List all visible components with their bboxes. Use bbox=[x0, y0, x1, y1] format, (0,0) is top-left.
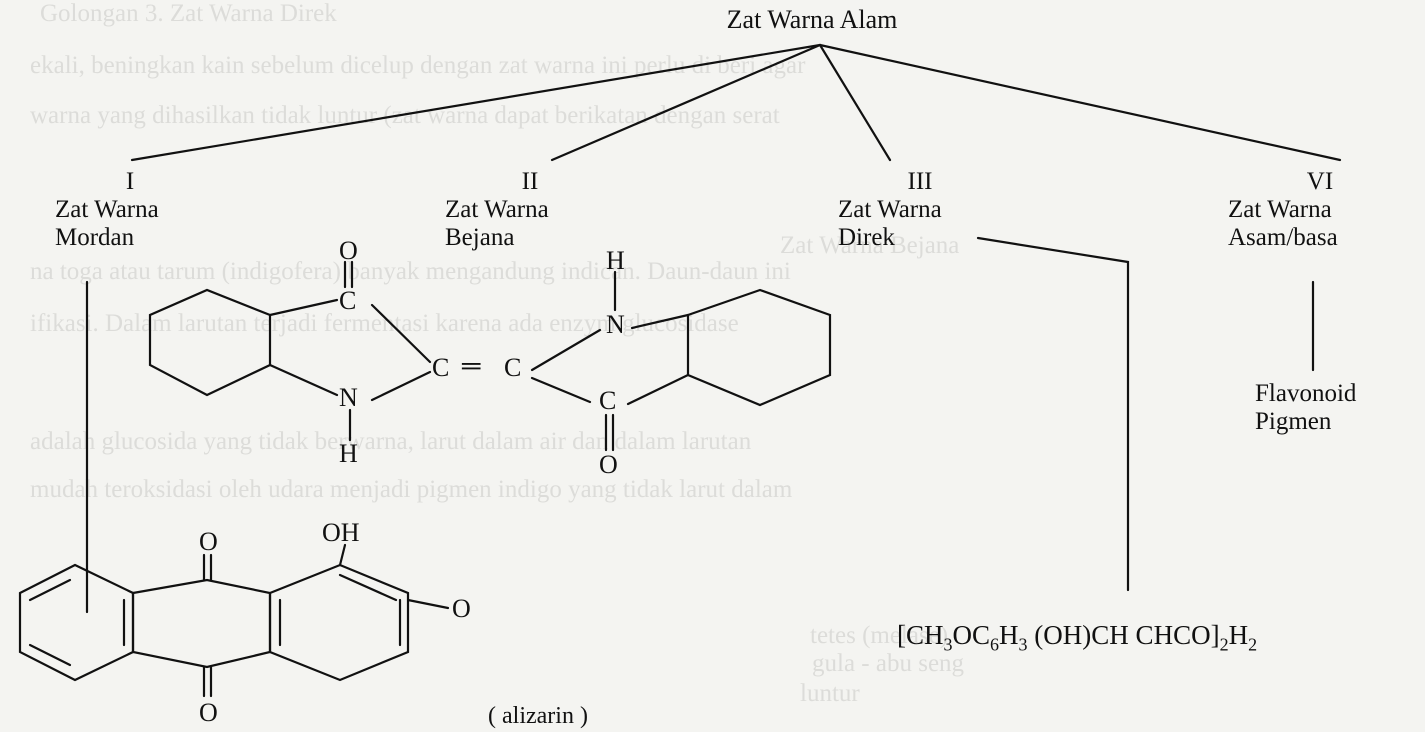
alizarin-middle-ring bbox=[131, 578, 272, 669]
indigo-bond bbox=[268, 363, 339, 397]
indigo-left-ring bbox=[148, 288, 272, 397]
indigo-c-left: C bbox=[432, 353, 450, 382]
indigo-bond bbox=[370, 303, 432, 364]
bleed-line: gula - abu seng bbox=[812, 650, 965, 677]
indigo-c-top: C bbox=[339, 286, 357, 315]
branch-mordan-numeral: I bbox=[125, 168, 135, 195]
connector-root-to-bejana bbox=[550, 43, 822, 162]
alizarin-o-top: O bbox=[199, 527, 218, 556]
bleed-line: luntur bbox=[800, 680, 860, 707]
branch-asam-line1: Zat Warna bbox=[1228, 196, 1332, 223]
connector-root-to-asam bbox=[818, 43, 1342, 162]
root-title: Zat Warna Alam bbox=[726, 5, 898, 34]
branch-mordan-line2: Mordan bbox=[55, 224, 135, 251]
bleed-line: tetes (melase) bbox=[810, 622, 949, 649]
alizarin-left-ring bbox=[18, 563, 135, 682]
indigo-n-top: N bbox=[606, 310, 625, 339]
indigo-bond bbox=[626, 373, 690, 406]
bleed-line: ekali, beningkan kain sebelum dicelup de… bbox=[30, 52, 806, 79]
indigo-h-bottom: H bbox=[339, 439, 358, 468]
alizarin-oh-bond bbox=[338, 543, 347, 567]
indigo-double-bond: ═ bbox=[462, 351, 481, 380]
indigo-right-ring bbox=[686, 288, 832, 407]
direk-formula-text: [CH3OC6H3 (OH)CH CHCO]2H2 bbox=[897, 620, 1258, 655]
alizarin-o-bond bbox=[406, 598, 450, 610]
branch-mordan-line1: Zat Warna bbox=[55, 196, 159, 223]
indigo-bond bbox=[370, 370, 432, 402]
branch-bejana-line1: Zat Warna bbox=[445, 196, 549, 223]
branch-asam-numeral: VI bbox=[1306, 168, 1334, 195]
bleed-line: na toga atau tarum (indigofera) banyak m… bbox=[30, 258, 791, 285]
indigo-h-top: H bbox=[606, 246, 625, 275]
bleed-line: ifikasi. Dalam larutan terjadi fermentas… bbox=[30, 310, 739, 337]
indigo-o-bottom: O bbox=[599, 450, 618, 479]
bleed-line: mudah teroksidasi oleh udara menjadi pig… bbox=[30, 476, 793, 503]
direk-formula: [CH3OC6H3 (OH)CH CHCO]2H2 bbox=[897, 622, 1257, 657]
pigmen-label: Pigmen bbox=[1255, 408, 1332, 435]
alizarin-o-right: O bbox=[452, 594, 471, 623]
indigo-c-bottom: C bbox=[599, 386, 617, 415]
alizarin-inner-bond bbox=[338, 573, 398, 602]
branch-bejana-line2: Bejana bbox=[445, 224, 515, 251]
indigo-bond bbox=[630, 313, 690, 330]
connector-direk-to-formula bbox=[976, 236, 1130, 592]
indigo-bond bbox=[268, 298, 339, 317]
branch-direk-line1: Zat Warna bbox=[838, 196, 942, 223]
alizarin-oh: OH bbox=[322, 518, 360, 547]
flavonoid-label: Flavonoid bbox=[1255, 380, 1357, 407]
branch-direk-line2: Direk bbox=[838, 224, 895, 251]
indigo-bond bbox=[530, 328, 602, 372]
indigo-n-bottom: N bbox=[339, 383, 358, 412]
alizarin-o-bottom: O bbox=[199, 698, 218, 727]
bleed-line: adalah glucosida yang tidak berwarna, la… bbox=[30, 428, 752, 455]
connector-root-to-direk bbox=[818, 43, 892, 162]
bleed-line: Golongan 3. Zat Warna Direk bbox=[40, 0, 337, 27]
indigo-c-right: C bbox=[504, 353, 522, 382]
branch-bejana-numeral: II bbox=[521, 168, 539, 195]
indigo-o-top: O bbox=[339, 236, 358, 265]
indigo-bond bbox=[530, 376, 592, 404]
branch-direk-numeral: III bbox=[907, 168, 933, 195]
alizarin-right-ring bbox=[268, 563, 410, 682]
alizarin-inner-bond bbox=[28, 578, 72, 602]
branch-asam-line2: Asam/basa bbox=[1228, 224, 1338, 251]
alizarin-caption: ( alizarin ) bbox=[488, 703, 588, 729]
bleed-line: Zat Warna Bejana bbox=[780, 232, 960, 259]
connector-root-to-mordan bbox=[130, 43, 822, 162]
alizarin-inner-bond bbox=[28, 643, 72, 667]
